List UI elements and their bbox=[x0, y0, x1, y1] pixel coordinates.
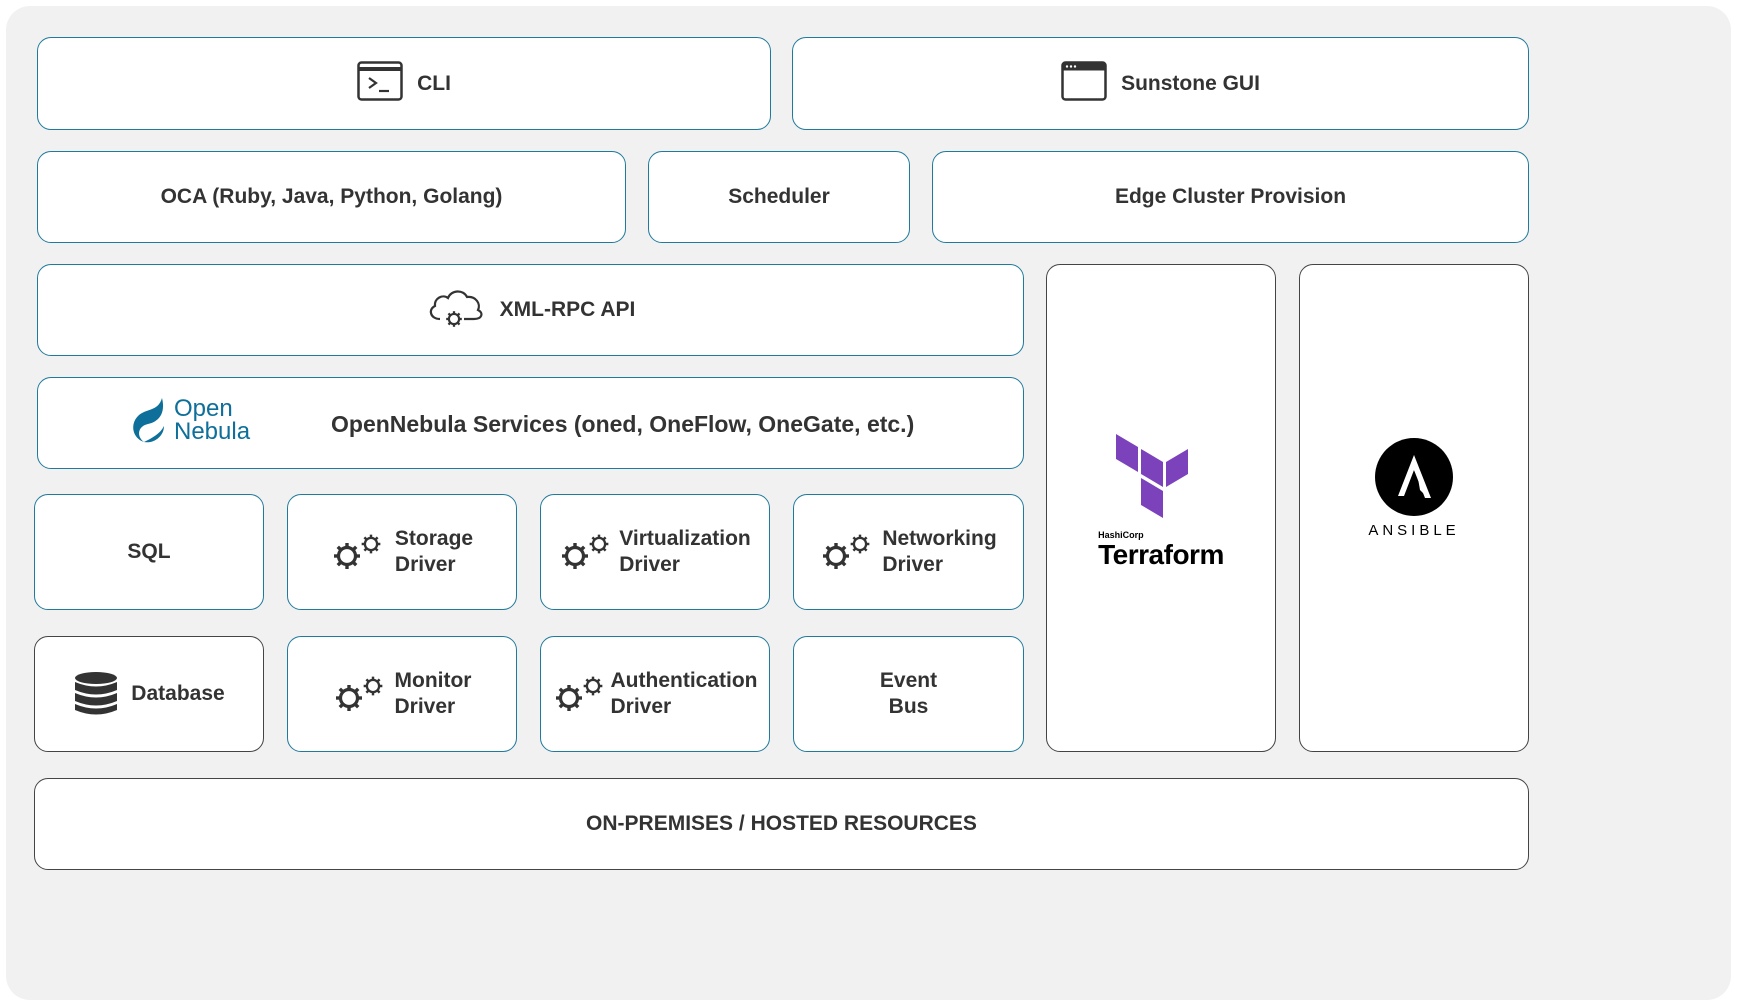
networking-driver-line1: Networking bbox=[882, 527, 997, 550]
opennebula-logo-mark bbox=[133, 398, 164, 443]
cloud-gear-icon bbox=[426, 285, 486, 335]
virtualization-driver-line1: Virtualization bbox=[619, 527, 751, 550]
event-bus-line2: Bus bbox=[888, 695, 929, 718]
gears-icon bbox=[333, 672, 389, 716]
xml-rpc-api-box: XML-RPC API bbox=[37, 264, 1024, 356]
opennebula-logo-line1: Open bbox=[174, 395, 233, 422]
edge-cluster-label: Edge Cluster Provision bbox=[1114, 185, 1347, 208]
ansible-logo-icon bbox=[1375, 437, 1453, 516]
monitor-driver-line2: Driver bbox=[394, 695, 456, 718]
scheduler-box: Scheduler bbox=[648, 151, 910, 243]
terraform-box: HashiCorp Terraform bbox=[1046, 264, 1276, 752]
opennebula-logo-line2: Nebula bbox=[174, 418, 251, 445]
opennebula-services-box: Open Nebula OpenNebula Services (oned, O… bbox=[37, 377, 1024, 469]
xml-rpc-api-label: XML-RPC API bbox=[499, 298, 636, 321]
storage-driver-line1: Storage bbox=[394, 527, 474, 550]
opennebula-services-label: OpenNebula Services (oned, OneFlow, OneG… bbox=[331, 411, 915, 437]
oca-box: OCA (Ruby, Java, Python, Golang) bbox=[37, 151, 626, 243]
gears-icon bbox=[553, 672, 609, 716]
sunstone-gui-label: Sunstone GUI bbox=[1121, 71, 1260, 95]
terraform-brand: Terraform bbox=[1098, 539, 1224, 570]
edge-cluster-box: Edge Cluster Provision bbox=[932, 151, 1529, 243]
database-label: Database bbox=[131, 682, 225, 705]
storage-driver-box: Storage Driver bbox=[287, 494, 517, 610]
virtualization-driver-box: Virtualization Driver bbox=[540, 494, 770, 610]
event-bus-line1: Event bbox=[879, 669, 938, 692]
resources-label: ON-PREMISES / HOSTED RESOURCES bbox=[586, 812, 977, 835]
authentication-driver-line2: Driver bbox=[610, 695, 672, 718]
ansible-brand: ANSIBLE bbox=[1368, 521, 1460, 539]
terminal-icon bbox=[357, 60, 403, 107]
event-bus-box: Event Bus bbox=[793, 636, 1024, 752]
terraform-brand-small: HashiCorp bbox=[1098, 530, 1144, 540]
terraform-logo-icon bbox=[1116, 434, 1189, 518]
database-box: Database bbox=[34, 636, 264, 752]
resources-box: ON-PREMISES / HOSTED RESOURCES bbox=[34, 778, 1529, 870]
cli-label: CLI bbox=[417, 71, 451, 95]
gears-icon bbox=[559, 530, 615, 574]
sunstone-gui-box: Sunstone GUI bbox=[792, 37, 1529, 130]
scheduler-label: Scheduler bbox=[728, 185, 830, 208]
authentication-driver-box: Authentication Driver bbox=[540, 636, 770, 752]
cli-box: CLI bbox=[37, 37, 771, 130]
networking-driver-line2: Driver bbox=[882, 553, 944, 576]
gears-icon bbox=[331, 530, 387, 574]
opennebula-logo: Open Nebula bbox=[128, 396, 250, 444]
virtualization-driver-line2: Driver bbox=[619, 553, 680, 576]
database-icon bbox=[75, 672, 118, 715]
ansible-box: ANSIBLE bbox=[1299, 264, 1529, 752]
monitor-driver-line1: Monitor bbox=[394, 669, 472, 692]
sql-box: SQL bbox=[34, 494, 264, 610]
browser-window-icon bbox=[1061, 60, 1107, 107]
authentication-driver-line1: Authentication bbox=[610, 669, 758, 692]
monitor-driver-box: Monitor Driver bbox=[287, 636, 517, 752]
sql-label: SQL bbox=[127, 540, 171, 563]
gears-icon bbox=[820, 530, 876, 574]
storage-driver-line2: Driver bbox=[394, 553, 456, 576]
oca-label: OCA (Ruby, Java, Python, Golang) bbox=[160, 185, 503, 208]
networking-driver-box: Networking Driver bbox=[793, 494, 1024, 610]
